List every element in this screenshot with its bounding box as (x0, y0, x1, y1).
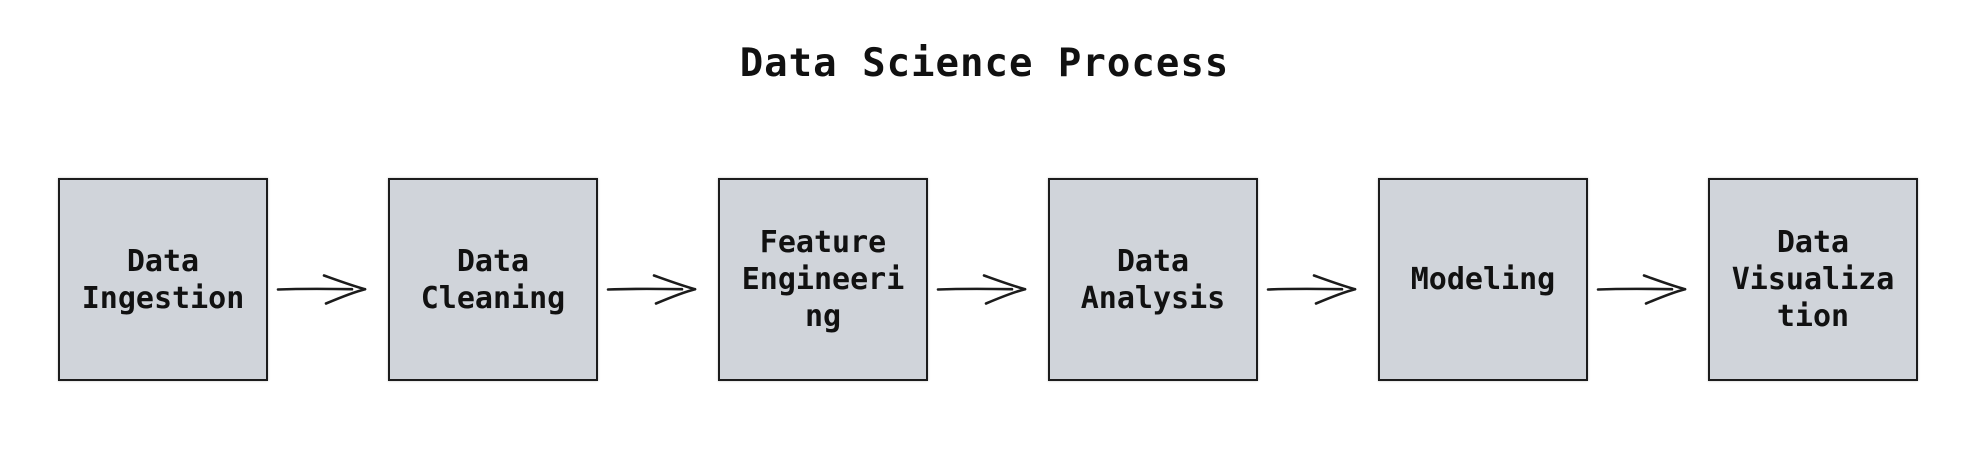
flow-arrow-1 (268, 267, 388, 311)
arrow-right-icon (936, 274, 1027, 305)
node-data-ingestion: Data Ingestion (58, 178, 268, 381)
flow-arrow-4 (1258, 267, 1378, 311)
diagram-title: Data Science Process (739, 41, 1230, 86)
node-data-visualization: Data Visualiza tion (1708, 178, 1918, 381)
node-data-analysis: Data Analysis (1048, 178, 1258, 381)
arrow-right-icon (606, 274, 697, 305)
node-data-cleaning: Data Cleaning (388, 178, 598, 381)
arrow-right-icon (1596, 274, 1687, 305)
flow-arrow-5 (1588, 267, 1708, 311)
node-modeling: Modeling (1378, 178, 1588, 381)
arrow-right-icon (1266, 274, 1357, 305)
flow-arrow-3 (928, 267, 1048, 311)
flow-arrow-2 (598, 267, 718, 311)
node-feature-engineering: Feature Engineeri ng (718, 178, 928, 381)
arrow-right-icon (276, 274, 367, 305)
